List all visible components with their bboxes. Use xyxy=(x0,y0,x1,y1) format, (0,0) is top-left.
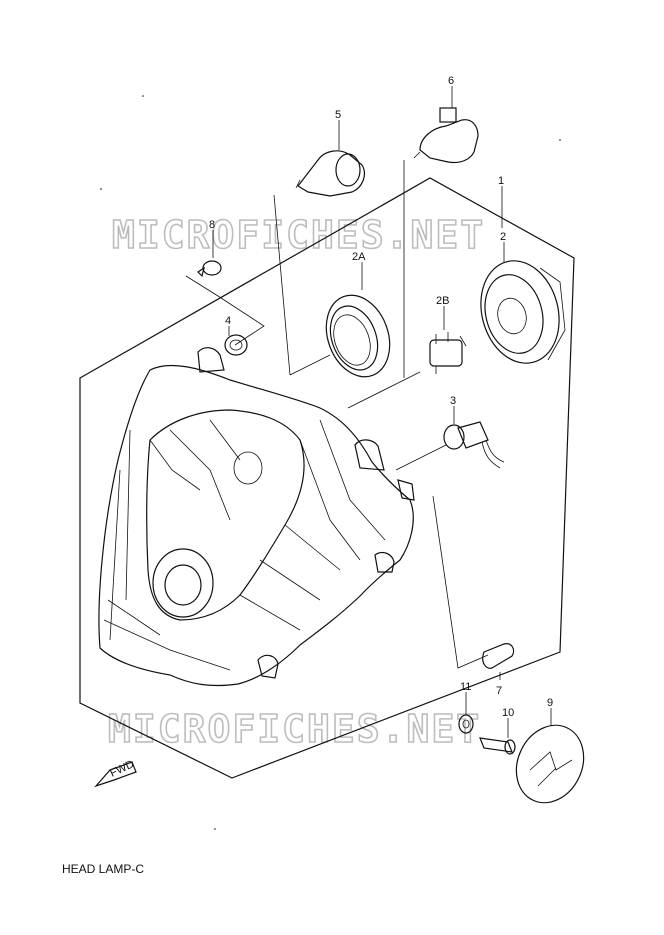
part-2A-seal-ring xyxy=(325,294,391,378)
part-5-bulb xyxy=(295,150,365,197)
callout-4: 4 xyxy=(225,315,231,327)
watermark-bottom: MICROFICHES.NET xyxy=(108,707,481,751)
part-9-emblem-cap xyxy=(515,724,585,804)
callout-lines xyxy=(212,86,552,738)
callout-3: 3 xyxy=(450,395,456,407)
part-10-screw xyxy=(479,737,516,755)
callout-5: 5 xyxy=(335,109,341,121)
callout-1: 1 xyxy=(498,175,504,187)
assembly-frame xyxy=(79,177,575,779)
part-7-bulb xyxy=(482,643,515,669)
headlamp-housing xyxy=(98,347,415,687)
part-4-grommet xyxy=(224,334,248,356)
callout-9: 9 xyxy=(547,697,553,709)
callout-2a: 2A xyxy=(352,251,366,263)
callout-6: 6 xyxy=(448,75,454,87)
part-6-bulb xyxy=(413,107,479,164)
part-11-washer xyxy=(458,714,474,734)
callout-10: 10 xyxy=(502,707,514,719)
watermark-top: MICROFICHES.NET xyxy=(112,213,485,257)
part-2B-socket xyxy=(429,332,467,374)
part-8-screw xyxy=(197,260,222,278)
diagram-caption: HEAD LAMP-C xyxy=(62,862,145,876)
callout-2: 2 xyxy=(500,231,506,243)
callout-8: 8 xyxy=(209,219,215,231)
callout-7: 7 xyxy=(496,685,502,697)
leader-lines xyxy=(185,160,489,669)
part-2-cover xyxy=(480,260,566,364)
fwd-arrow-icon: FWD xyxy=(94,758,137,788)
callout-labels: 1 2 2A 2B 3 4 5 6 7 8 9 10 11 xyxy=(209,75,553,719)
callout-2b: 2B xyxy=(436,295,449,307)
part-3-socket xyxy=(443,421,505,469)
callout-11: 11 xyxy=(460,681,471,693)
